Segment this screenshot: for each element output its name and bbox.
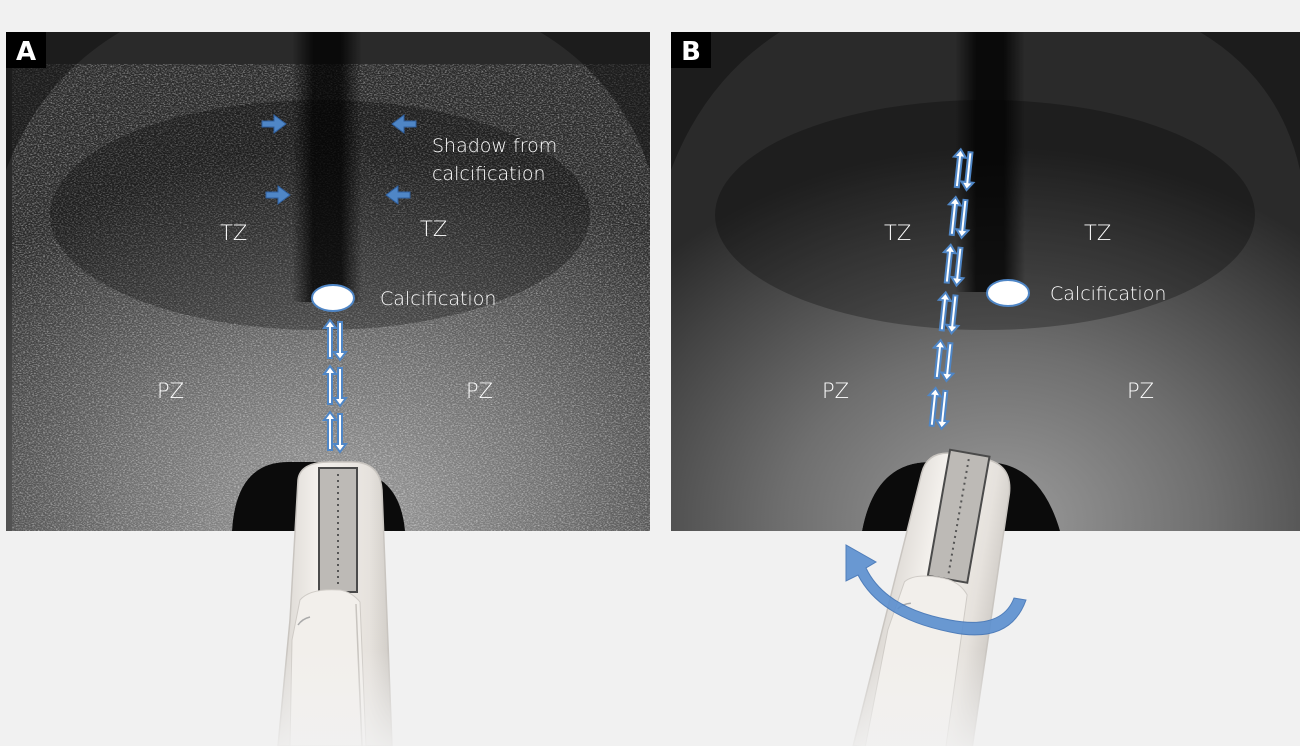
tz-right-label-b: TZ	[1084, 221, 1111, 245]
pz-left-label: PZ	[157, 379, 184, 403]
tz-left-label-b: TZ	[884, 221, 911, 245]
tz-left-label: TZ	[220, 221, 247, 245]
calcification-label-b: Calcification	[1050, 283, 1166, 305]
calcification-marker-b	[987, 280, 1029, 306]
calcification-marker	[312, 285, 354, 311]
panel-b: B TZ TZ Calcification PZ PZ	[671, 32, 1300, 746]
tz-right-label: TZ	[420, 217, 447, 241]
shadow-label-line1: Shadow from	[432, 135, 557, 157]
pz-left-label-b: PZ	[822, 379, 849, 403]
calcification-label: Calcification	[380, 288, 496, 310]
ultrasound-image-a	[6, 32, 650, 532]
panel-a: A Shadow from calcification TZ TZ Calcif…	[6, 32, 650, 746]
panel-a-letter: A	[16, 37, 36, 67]
panel-b-letter: B	[681, 37, 701, 67]
pz-right-label: PZ	[466, 379, 493, 403]
shadow-label-line2: calcification	[432, 163, 546, 185]
pz-right-label-b: PZ	[1127, 379, 1154, 403]
